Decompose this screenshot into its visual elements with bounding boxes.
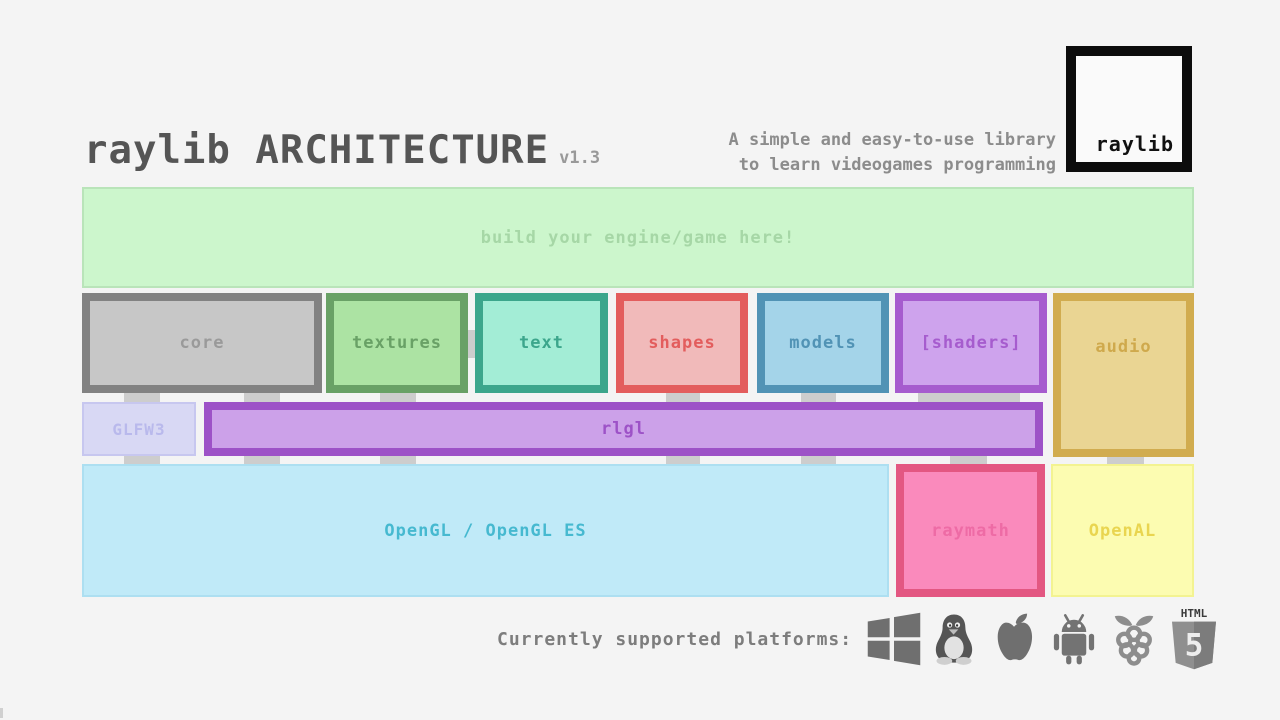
openal-label: OpenAL [1088,520,1157,541]
module-models-label: models [789,333,857,353]
opengl-box: OpenGL / OpenGL ES [82,464,889,597]
raymath-label: raymath [931,520,1010,541]
connector [124,456,160,464]
tagline-line1: A simple and easy-to-use library [728,130,1056,150]
connector [380,456,416,464]
connector [801,456,836,464]
rlgl-box: rlgl [204,402,1043,456]
module-core: core [82,293,322,393]
openal-box: OpenAL [1051,464,1194,597]
page-title: raylib ARCHITECTURE v1.3 [84,128,600,173]
engine-box: build your engine/game here! [82,187,1194,288]
title-text: raylib ARCHITECTURE [84,128,550,173]
android-icon [1046,606,1102,672]
module-text-label: text [519,333,564,353]
connector [950,456,987,464]
module-shapes: shapes [616,293,748,393]
platforms-row: Currently supported platforms: [497,603,1222,675]
engine-box-label: build your engine/game here! [480,227,796,248]
connector [1107,457,1144,464]
connector [801,393,836,402]
tagline-line2: to learn videogames programming [738,155,1056,175]
raymath-box: raymath [896,464,1045,597]
connector [244,456,280,464]
opengl-label: OpenGL / OpenGL ES [384,520,587,541]
connector [666,393,700,402]
apple-icon [986,606,1042,672]
module-textures: textures [326,293,468,393]
glfw3-box: GLFW3 [82,402,196,456]
module-text: text [475,293,608,393]
glfw3-label: GLFW3 [112,419,166,439]
raspberry-pi-icon [1106,606,1162,672]
module-models: models [757,293,889,393]
html5-icon: HTML 5 [1166,606,1222,672]
raylib-logo-label: raylib [1095,132,1174,156]
screen-edge-artifact [0,708,3,718]
connector [124,393,160,402]
svg-text:5: 5 [1185,628,1204,664]
connector [380,393,416,402]
connector-horizontal [468,330,475,358]
module-shaders: [shaders] [895,293,1047,393]
windows-icon [866,606,922,672]
connector [244,393,280,402]
version-label: v1.3 [559,148,601,168]
module-audio-label: audio [1095,337,1152,357]
svg-text:HTML: HTML [1181,607,1208,620]
linux-tux-icon [926,606,982,672]
connector [666,456,700,464]
connector [918,393,1020,402]
tagline: A simple and easy-to-use library to lear… [728,128,1056,178]
module-audio: audio [1053,293,1194,457]
module-textures-label: textures [352,333,442,353]
platforms-label: Currently supported platforms: [497,628,853,650]
module-shapes-label: shapes [648,333,716,353]
module-core-label: core [179,333,225,353]
module-shaders-label: [shaders] [920,333,1022,353]
raylib-logo: raylib [1066,46,1192,172]
rlgl-label: rlgl [601,419,646,439]
